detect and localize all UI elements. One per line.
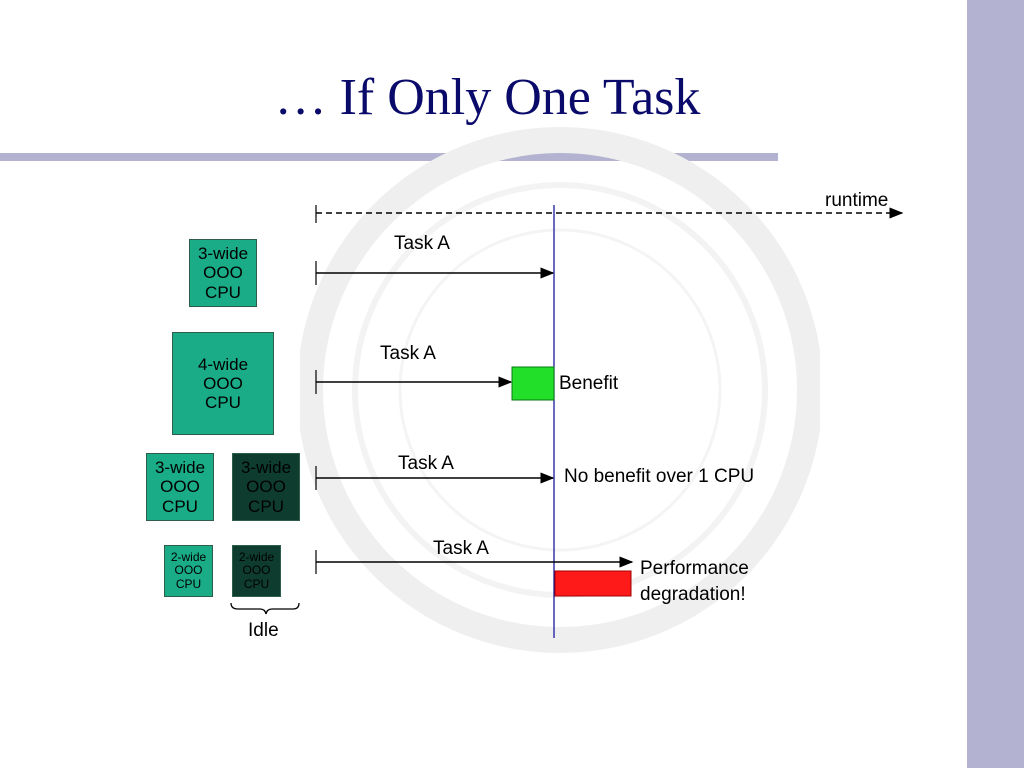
cpu-width-text: 3-wide [154, 458, 206, 478]
slide-title: … If Only One Task [274, 69, 701, 126]
cpu-label-text: CPU [175, 576, 202, 591]
cpu-3wide-idle-row3: 3-wide OOO CPU [232, 453, 300, 521]
cpu-3wide-active-row3: 3-wide OOO CPU [146, 453, 214, 521]
degradation-annotation: Performance degradation! [640, 558, 749, 605]
cpu-label-text: CPU [248, 496, 284, 516]
cpu-label-text: CPU [243, 576, 270, 591]
row4-task-label: Task A [433, 538, 489, 559]
row1-task-label: Task A [394, 233, 450, 254]
benefit-annotation: Benefit [559, 373, 619, 394]
cpu-width-text: 3-wide [197, 244, 249, 264]
idle-label: Idle [248, 620, 279, 641]
cpu-type-text: OOO [160, 477, 200, 497]
runtime-label: runtime [825, 190, 889, 211]
idle-brace [230, 602, 300, 615]
cpu-type-text: OOO [174, 563, 203, 578]
cpu-type-text: OOO [242, 563, 271, 578]
cpu-label-text: CPU [205, 393, 241, 413]
cpu-2wide-idle-row4: 2-wide OOO CPU [232, 545, 281, 597]
row2-task-label: Task A [380, 343, 436, 364]
cpu-width-text: 2-wide [238, 549, 275, 564]
benefit-bar [511, 366, 555, 401]
cpu-label-text: CPU [205, 282, 241, 302]
no-benefit-annotation: No benefit over 1 CPU [564, 466, 755, 487]
cpu-4wide-row2: 4-wide OOO CPU [172, 332, 274, 435]
cpu-width-text: 2-wide [170, 549, 207, 564]
cpu-type-text: OOO [203, 263, 243, 283]
cpu-label-text: CPU [162, 496, 198, 516]
cpu-type-text: OOO [246, 477, 286, 497]
cpu-width-text: 3-wide [240, 458, 292, 478]
title-underline-bar [0, 153, 778, 161]
degradation-bar [554, 570, 632, 597]
cpu-3wide-row1: 3-wide OOO CPU [189, 239, 257, 307]
row3-task-label: Task A [398, 453, 454, 474]
slide-side-bar [967, 0, 1024, 768]
cpu-width-text: 4-wide [197, 354, 249, 374]
cpu-type-text: OOO [203, 373, 243, 393]
cpu-2wide-active-row4: 2-wide OOO CPU [164, 545, 213, 597]
